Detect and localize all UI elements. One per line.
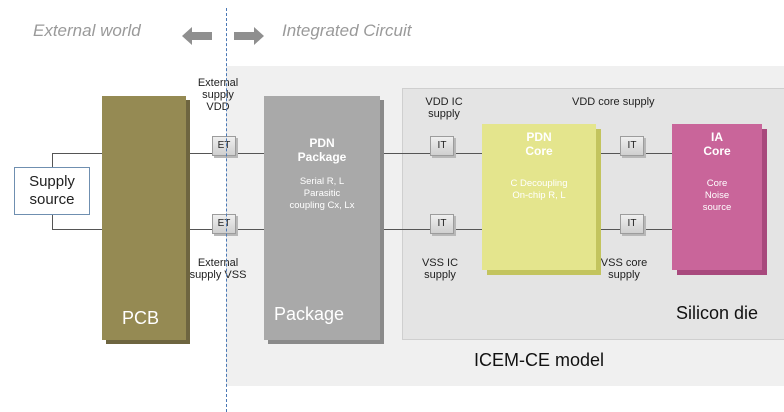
wire-source-bracket-bottom	[52, 214, 53, 230]
boundary-dashed-line	[226, 8, 227, 412]
icem-ce-model-label: ICEM-CE model	[474, 350, 605, 370]
external-supply-vss-label: External supply VSS	[189, 257, 247, 281]
pcb-label: PCB	[122, 308, 160, 328]
it-pad-vss-core: IT	[620, 214, 644, 234]
pdn-package-subtitle: Serial R, L Parasitic coupling Cx, Lx	[289, 176, 355, 211]
pdn-core-title: PDN Core	[525, 130, 553, 158]
wire-source-bracket-top	[52, 153, 53, 167]
wire-source-top	[52, 153, 102, 154]
supply-source-box: Supply source	[14, 167, 90, 215]
pdn-core-block: PDN Core C Decoupling On-chip R, L	[482, 124, 596, 270]
pdn-package-title: PDN Package	[297, 136, 347, 164]
et-pad-vss: ET	[212, 214, 236, 234]
vdd-ic-supply-label: VDD IC supply	[425, 96, 463, 120]
it-pad-vdd-ic: IT	[430, 136, 454, 156]
et-pad-vdd: ET	[212, 136, 236, 156]
ia-core-title: IA Core	[703, 130, 731, 158]
it-pad-vdd-core: IT	[620, 136, 644, 156]
it-pad-vss-ic: IT	[430, 214, 454, 234]
pcb-block: PCB	[102, 96, 186, 340]
ia-core-subtitle: Core Noise source	[702, 178, 732, 213]
vdd-core-supply-label: VDD core supply	[572, 96, 655, 108]
vss-ic-supply-label: VSS IC supply	[421, 257, 459, 281]
vss-core-supply-label: VSS core supply	[600, 257, 648, 281]
external-world-title: External world	[33, 21, 141, 40]
wire-source-bottom	[52, 229, 102, 230]
package-label: Package	[274, 304, 345, 324]
right-arrow-icon	[234, 27, 264, 45]
package-block: PDN Package Serial R, L Parasitic coupli…	[264, 96, 380, 340]
ia-core-block: IA Core Core Noise source	[672, 124, 762, 270]
integrated-circuit-title: Integrated Circuit	[282, 21, 412, 40]
pdn-core-subtitle: C Decoupling On-chip R, L	[510, 178, 568, 201]
external-supply-vdd-label: External supply VDD	[197, 77, 239, 113]
silicon-die-label: Silicon die	[676, 303, 759, 323]
supply-source-label: Supply source	[29, 173, 75, 208]
left-arrow-icon	[182, 27, 212, 45]
